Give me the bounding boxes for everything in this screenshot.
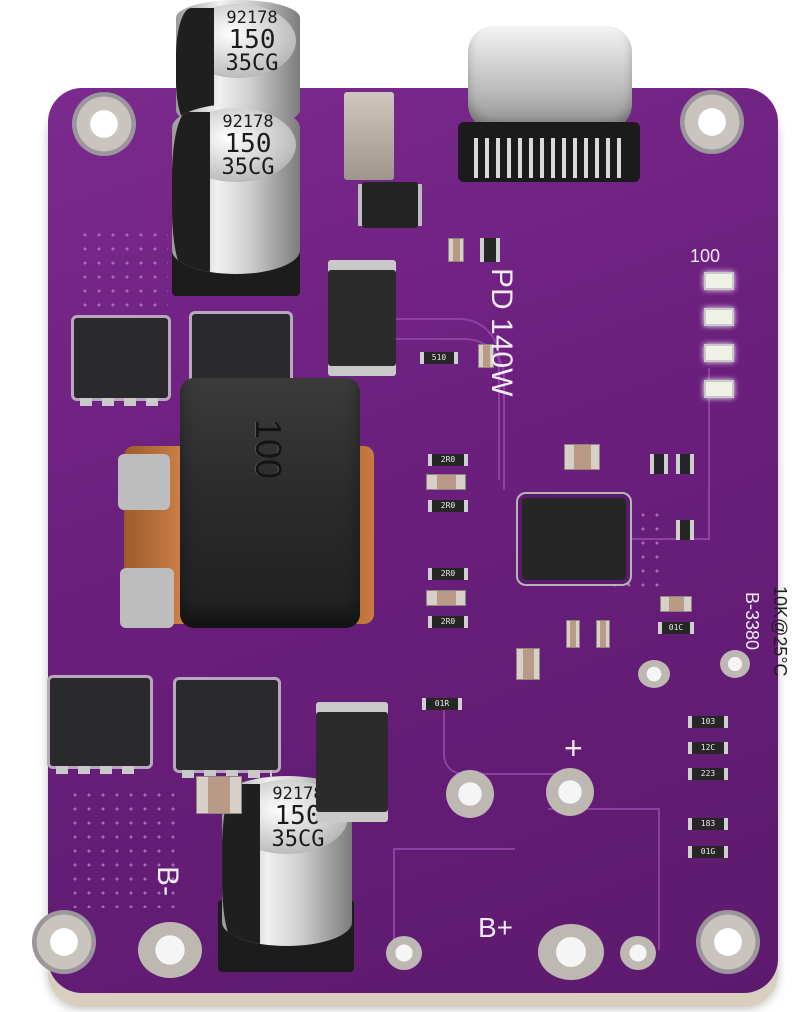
output-pad <box>620 936 656 970</box>
smd-resistor: 183 <box>692 818 724 830</box>
capacitor-label-line: 92178 <box>272 784 324 804</box>
smd-capacitor <box>196 776 242 814</box>
usb-c-shell <box>468 26 632 130</box>
test-pad <box>720 650 750 678</box>
smd-resistor: 01C <box>662 622 690 634</box>
smd-resistor: 2R0 <box>432 454 464 466</box>
thermistor-beta-label: B-3380 <box>742 592 762 651</box>
inductor-tab <box>118 454 170 510</box>
electrolytic-capacitor: 92178 150 35CG <box>176 0 300 128</box>
power-inductor: 100 <box>180 378 360 628</box>
capacitor-label-line: 150 <box>224 129 272 159</box>
smd-capacitor <box>426 474 466 490</box>
pcb-trace <box>548 808 660 950</box>
capacitor-label-line: 92178 <box>226 8 278 28</box>
mosfet-pins <box>56 766 144 774</box>
electrolytic-capacitor: 92178 150 35CG <box>172 104 300 274</box>
schottky-diode <box>344 92 394 180</box>
battery-plus-pad <box>538 924 604 980</box>
mounting-hole <box>696 910 760 974</box>
mounting-hole <box>72 92 136 156</box>
inductor-tab <box>120 568 174 628</box>
smd-resistor: 01G <box>692 846 724 858</box>
battery-minus-label: B- <box>151 866 184 896</box>
mosfet <box>176 680 278 778</box>
capacitor-label: 92178 150 35CG <box>212 10 292 75</box>
power-rating-label: PD 140W <box>485 268 518 397</box>
capacitor-label: 92178 150 35CG <box>258 786 338 851</box>
battery-minus-pad <box>138 922 202 978</box>
pcb-trace <box>378 318 500 480</box>
electrolytic-capacitor: 92178 150 35CG <box>222 776 352 946</box>
schottky-diode <box>316 712 388 812</box>
smd-capacitor <box>596 620 610 648</box>
mounting-hole <box>32 910 96 974</box>
status-led <box>704 344 734 362</box>
smd-capacitor <box>448 238 464 262</box>
mosfet-pins <box>182 770 272 778</box>
output-pad <box>386 936 422 970</box>
mosfet <box>74 318 168 406</box>
smd-capacitor <box>660 596 692 612</box>
via-field <box>68 788 178 908</box>
usb-c-connector <box>458 26 640 186</box>
thermistor-temp-label: 10K@25°C <box>770 586 790 677</box>
smd-resistor: 01R <box>426 698 458 710</box>
smd-resistor <box>654 454 664 474</box>
smd-resistor <box>680 520 690 540</box>
mosfet <box>192 314 290 394</box>
capacitor-label-line: 92178 <box>222 112 274 132</box>
capacitor-label-line: 35CG <box>221 155 275 180</box>
test-pad <box>638 660 670 688</box>
smd-resistor <box>680 454 690 474</box>
smd-resistor: 2R0 <box>432 500 464 512</box>
schottky-diode <box>328 270 396 366</box>
smd-capacitor <box>478 344 494 368</box>
status-led <box>704 272 734 290</box>
smd-resistor: 2R0 <box>432 616 464 628</box>
output-pad <box>446 770 494 818</box>
smd-resistor: 510 <box>424 352 454 364</box>
capacitor-label-line: 150 <box>228 25 276 55</box>
output-plus-label: + <box>564 730 583 766</box>
smd-capacitor <box>426 590 466 606</box>
pcb-trace <box>393 848 515 960</box>
smd-resistor <box>484 238 496 262</box>
smd-resistor: 2R0 <box>432 568 464 580</box>
smd-capacitor <box>564 444 600 470</box>
capacitor-label-line: 35CG <box>225 51 279 76</box>
inductor-marking: 100 <box>248 418 290 480</box>
controller-ic <box>522 498 626 580</box>
capacitor-label: 92178 150 35CG <box>208 114 288 179</box>
via-field <box>78 228 168 318</box>
pcb-trace <box>443 703 565 775</box>
smd-resistor: 12C <box>692 742 724 754</box>
smd-capacitor <box>516 648 540 680</box>
mosfet <box>50 678 150 774</box>
pcb-trace <box>393 338 505 490</box>
smd-resistor: 223 <box>692 768 724 780</box>
smd-resistor: 103 <box>692 716 724 728</box>
battery-plus-label: B+ <box>478 912 514 943</box>
small-ic <box>362 182 418 228</box>
led-label: 100 <box>690 246 721 266</box>
capacitor-label-line: 35CG <box>271 827 325 852</box>
mosfet-pins <box>80 398 162 406</box>
smd-capacitor <box>566 620 580 648</box>
capacitor-polarity-band <box>172 112 210 274</box>
capacitor-label-line: 150 <box>274 801 322 831</box>
pcb-trace <box>608 368 710 540</box>
output-pad <box>546 768 594 816</box>
status-led <box>704 308 734 326</box>
usb-c-pins <box>474 138 624 178</box>
status-led <box>704 380 734 398</box>
mounting-hole <box>680 90 744 154</box>
